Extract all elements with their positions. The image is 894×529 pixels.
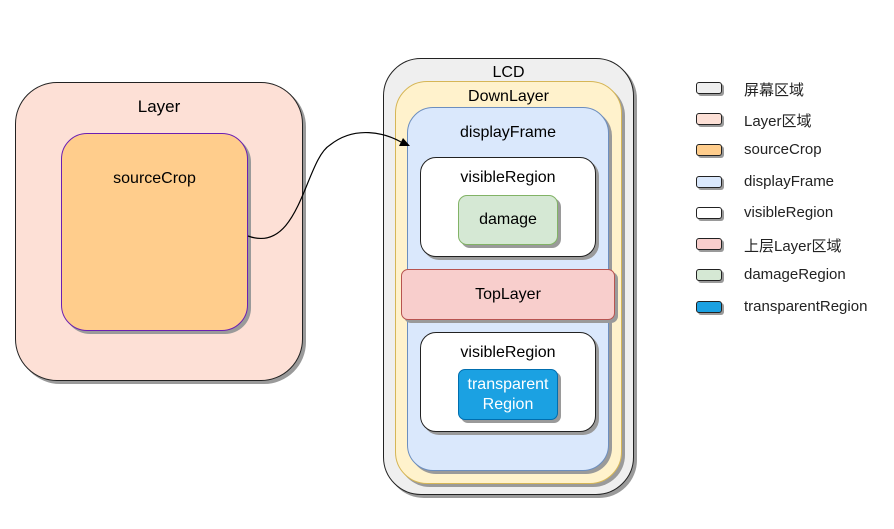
transparent-region-box: transparent Region <box>458 369 558 420</box>
visible-region-bottom-label: visibleRegion <box>460 344 556 361</box>
legend-label-visible-region: visibleRegion <box>744 204 834 221</box>
legend-swatch-visible-region <box>696 207 722 219</box>
legend-label-display-frame: displayFrame <box>744 173 835 190</box>
legend-label-top-layer: 上层Layer区域 <box>744 238 842 255</box>
visible-region-top-label: visibleRegion <box>460 169 556 186</box>
legend-swatch-layer <box>696 113 722 125</box>
legend-swatch-transparent-region <box>696 301 722 313</box>
transparent-label-line1: transparent <box>467 376 549 393</box>
legend-label-layer: Layer区域 <box>744 113 812 130</box>
lcd-label: LCD <box>492 64 525 81</box>
display-frame-label: displayFrame <box>459 124 557 141</box>
mapping-arrow-curve <box>247 132 402 239</box>
legend-swatch-screen <box>696 82 722 94</box>
top-layer-label: TopLayer <box>475 286 541 303</box>
transparent-label-line2: Region <box>482 396 534 413</box>
legend-swatch-source-crop <box>696 144 722 156</box>
legend-label-damage-region: damageRegion <box>744 266 846 283</box>
legend-swatch-top-layer <box>696 238 722 250</box>
down-layer-label: DownLayer <box>468 88 549 105</box>
legend-swatch-damage-region <box>696 269 722 281</box>
damage-box: damage <box>458 195 558 245</box>
top-layer-box: TopLayer <box>401 269 615 320</box>
layer-label: Layer <box>137 97 181 116</box>
transparent-region-label: transparent Region <box>459 375 557 415</box>
damage-label: damage <box>479 211 537 228</box>
legend-label-source-crop: sourceCrop <box>744 141 822 158</box>
mapping-arrow-head <box>399 138 410 146</box>
legend-label-transparent-region: transparentRegion <box>744 298 868 315</box>
source-crop-label: sourceCrop <box>113 170 196 187</box>
legend-label-screen: 屏幕区域 <box>744 82 805 99</box>
legend-swatch-display-frame <box>696 176 722 188</box>
source-crop-box: sourceCrop <box>61 133 248 331</box>
